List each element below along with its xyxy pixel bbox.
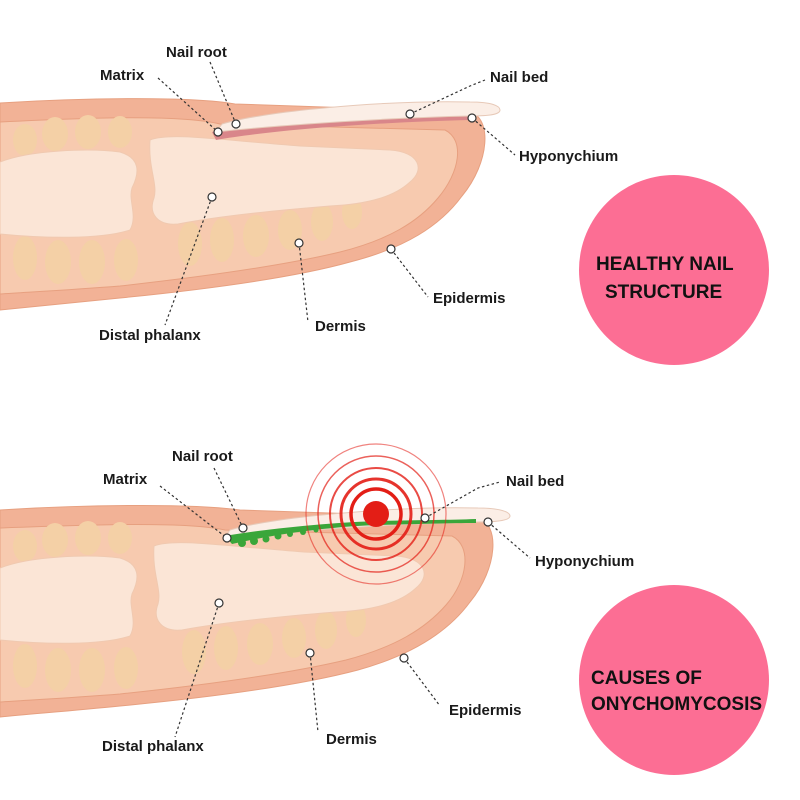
label-hyponychium: Hyponychium (535, 553, 634, 570)
dermis-marker (294, 238, 304, 248)
nail-plate (214, 101, 501, 133)
badge-circle (579, 585, 769, 775)
infection-center (363, 501, 389, 527)
infection-target (305, 443, 447, 585)
panel-onychomycosis: Nail root Matrix Nail bed Hyponychium Ep… (0, 443, 769, 775)
dermis-marker (305, 648, 315, 658)
distal-phalanx-marker (214, 598, 224, 608)
label-nail-bed: Nail bed (506, 473, 564, 490)
fat-lobes (13, 521, 366, 692)
hyponychium-marker (467, 113, 477, 123)
finger-illustration-healthy (0, 98, 501, 311)
label-epidermis: Epidermis (449, 702, 522, 719)
labels-healthy: Nail root Matrix Nail bed Hyponychium Ep… (99, 44, 618, 344)
title-line-1: CAUSES OF (591, 668, 702, 689)
nail-bed-tissue (212, 116, 470, 140)
callouts-onychomycosis (159, 467, 531, 738)
label-matrix: Matrix (103, 471, 148, 488)
distal-phalanx-bone (153, 542, 425, 631)
title-line-2: STRUCTURE (605, 282, 722, 303)
labels-onychomycosis: Nail root Matrix Nail bed Hyponychium Ep… (102, 448, 634, 755)
nail-root-marker (231, 119, 241, 129)
epidermis-marker (399, 653, 409, 663)
epidermis-marker (386, 244, 396, 254)
nail-bed-marker (420, 513, 430, 523)
fungal-infection (225, 519, 476, 544)
badge-circle (579, 175, 769, 365)
finger-illustration-onychomycosis (0, 504, 511, 718)
matrix-marker (222, 533, 232, 543)
title-line-1: HEALTHY NAIL (596, 254, 734, 275)
title-badge-onychomycosis: CAUSES OF ONYCHOMYCOSIS (579, 585, 769, 775)
label-hyponychium: Hyponychium (519, 148, 618, 165)
fungal-spots (238, 527, 319, 547)
label-nail-bed: Nail bed (490, 69, 548, 86)
label-epidermis: Epidermis (433, 290, 506, 307)
label-dermis: Dermis (326, 731, 377, 748)
nail-bed-marker (405, 109, 415, 119)
label-distal-phalanx: Distal phalanx (102, 738, 204, 755)
hyponychium-marker (483, 517, 493, 527)
matrix-marker (213, 127, 223, 137)
label-dermis: Dermis (315, 318, 366, 335)
distal-phalanx-marker (207, 192, 217, 202)
title-badge-healthy: HEALTHY NAIL STRUCTURE (579, 175, 769, 365)
panel-healthy: Nail root Matrix Nail bed Hyponychium Ep… (0, 44, 769, 365)
fat-lobes (13, 115, 362, 284)
distal-phalanx-bone (149, 136, 419, 225)
label-distal-phalanx: Distal phalanx (99, 327, 201, 344)
nail-root-marker (238, 523, 248, 533)
callouts-healthy (157, 61, 516, 326)
middle-phalanx (0, 149, 138, 238)
middle-phalanx (0, 555, 138, 644)
label-nail-root: Nail root (166, 44, 227, 61)
title-line-2: ONYCHOMYCOSIS (591, 694, 762, 715)
label-nail-root: Nail root (172, 448, 233, 465)
label-matrix: Matrix (100, 67, 145, 84)
